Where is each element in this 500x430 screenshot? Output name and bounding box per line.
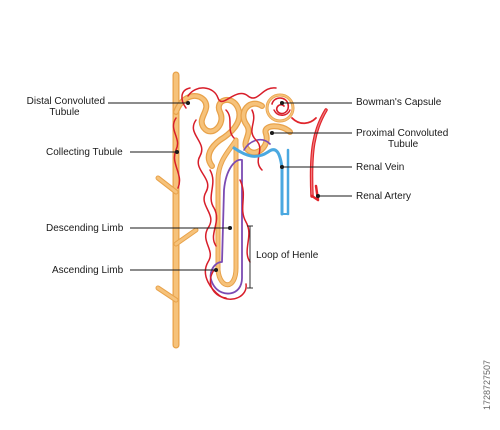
label-loop-of-henle: Loop of Henle bbox=[256, 250, 319, 261]
capillary-network-shape bbox=[172, 87, 277, 300]
label-collecting-tubule: Collecting Tubule bbox=[46, 147, 123, 158]
label-proximal-line1: Proximal Convoluted bbox=[356, 128, 449, 139]
collecting-tubule-shape bbox=[155, 71, 199, 349]
renal-artery-shape bbox=[291, 108, 328, 202]
proximal-tubule-shape bbox=[240, 100, 293, 156]
distal-tubule-shape bbox=[173, 93, 243, 169]
loop-of-henle-shape bbox=[209, 137, 271, 295]
label-renal-artery: Renal Artery bbox=[356, 191, 412, 202]
renal-vein-shape bbox=[232, 146, 290, 216]
bowmans-capsule-shape bbox=[265, 93, 295, 123]
stock-id: 172872750​7 bbox=[482, 359, 492, 410]
label-distal-line1: Distal Convoluted bbox=[26, 96, 105, 107]
label-descending-limb: Descending Limb bbox=[46, 223, 124, 234]
leader-lines bbox=[108, 100, 352, 289]
label-bowmans-capsule: Bowman's Capsule bbox=[356, 97, 442, 108]
label-ascending-limb: Ascending Limb bbox=[52, 265, 124, 276]
label-distal-line2: Tubule bbox=[49, 107, 80, 118]
label-distal-convoluted-tubule: Distal Convoluted Tubule bbox=[20, 96, 105, 118]
label-renal-vein: Renal Vein bbox=[356, 162, 405, 173]
label-proximal-line2: Tubule bbox=[388, 139, 419, 150]
label-proximal-convoluted-tubule: Proximal Convoluted Tubule bbox=[356, 128, 448, 150]
